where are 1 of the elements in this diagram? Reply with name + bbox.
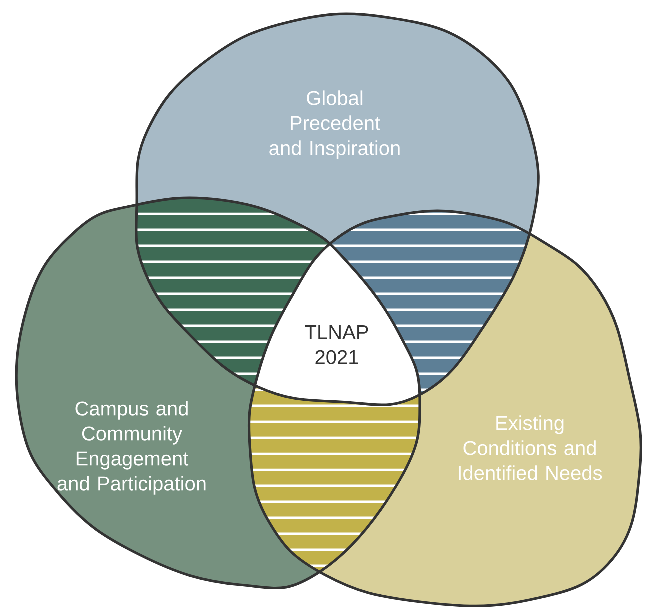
center-label: TLNAP 2021	[305, 326, 368, 364]
